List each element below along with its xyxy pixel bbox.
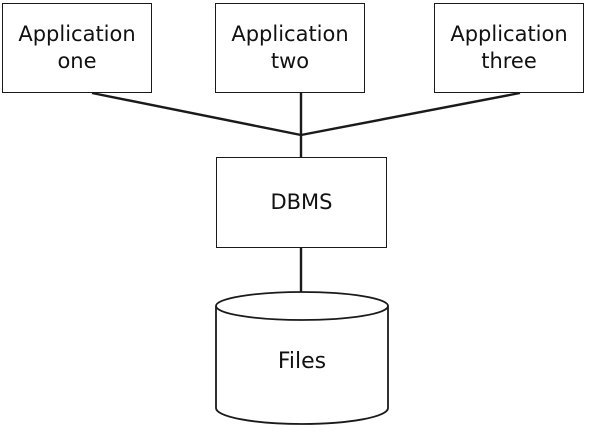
database-cylinder-icon [215,291,389,425]
application-three-box: Application three [434,3,584,93]
dbms-label: DBMS [270,190,333,214]
application-one-label-line2: one [57,49,97,73]
files-cylinder: Files [214,290,390,426]
dbms-box: DBMS [216,157,387,248]
application-two-box: Application two [215,3,365,93]
application-three-label-line2: three [481,49,537,73]
application-two-label-line2: two [270,49,310,73]
application-one-box: Application one [2,3,152,93]
application-three-label-line1: Application [450,22,568,46]
cylinder-body [215,306,389,425]
cylinder-top [215,291,389,321]
files-label: Files [277,349,327,374]
connector-app-one [91,91,302,137]
application-one-label-line1: Application [18,22,136,46]
application-two-label-line1: Application [231,22,349,46]
connector-app-three [300,91,521,137]
